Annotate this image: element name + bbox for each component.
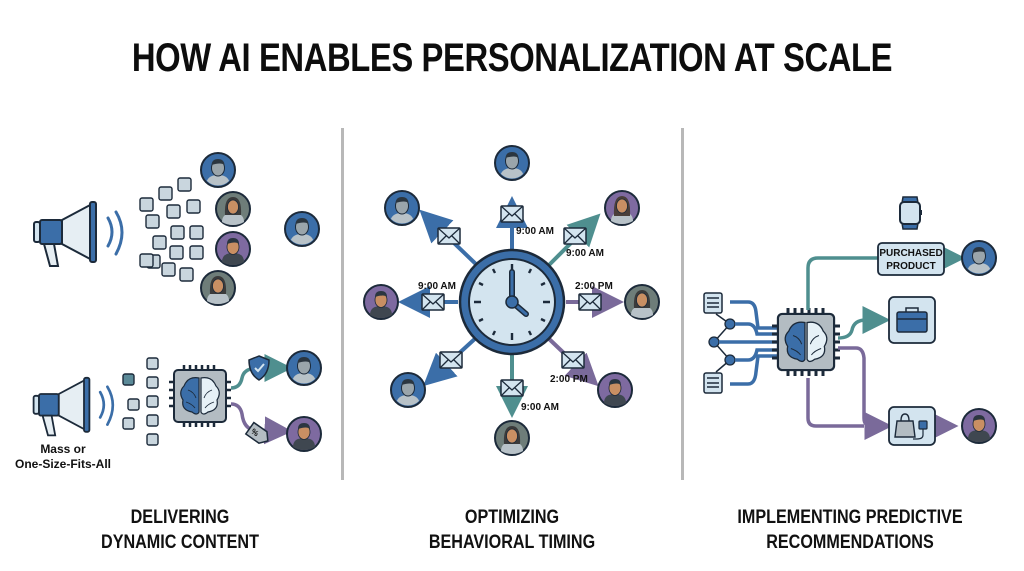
caption-dynamic-content: DELIVERING DYNAMIC CONTENT: [53, 505, 308, 555]
document-icon: [703, 292, 723, 314]
envelope-icon: [561, 351, 585, 369]
caption-line2: DYNAMIC CONTENT: [101, 532, 259, 553]
user-avatar-icon: [363, 284, 399, 320]
envelope-icon: [563, 227, 587, 245]
mass-label-line1: Mass or: [40, 442, 86, 456]
time-label-left: 9:00 AM: [418, 281, 456, 292]
user-avatar-icon: [961, 408, 997, 444]
toolbox-icon: [888, 296, 936, 344]
user-avatar-icon: [200, 270, 236, 306]
clock-icon: [458, 248, 566, 356]
user-avatar-icon: [385, 191, 419, 225]
divider-right: [681, 128, 684, 480]
svg-text:%: %: [249, 427, 260, 438]
ai-chip-brain-icon: [169, 365, 231, 427]
panel-behavioral-timing: 9:00 AM 9:00 AM 9:00 AM 2:00 PM 2:00 PM …: [363, 146, 660, 456]
discount-tag-icon: %: [244, 421, 269, 444]
user-avatar-icon: [604, 190, 640, 226]
user-avatar-icon: [286, 416, 322, 452]
time-label-bottom: 9:00 AM: [521, 402, 559, 413]
user-avatar-icon: [201, 153, 235, 187]
divider-left: [341, 128, 344, 480]
content-blocks-icon: [122, 357, 159, 446]
user-avatar-icon: [624, 284, 660, 320]
caption-behavioral-timing: OPTIMIZING BEHAVIORAL TIMING: [385, 505, 640, 555]
user-avatar-icon: [597, 372, 633, 408]
megaphone-icon: [33, 201, 124, 267]
user-avatar-icon: [215, 191, 251, 227]
panel-dynamic-content: %: [32, 153, 322, 452]
time-label-bottom-right: 2:00 PM: [550, 374, 588, 385]
ai-chip-brain-icon: [772, 308, 840, 376]
purchased-product-box: PURCHASED PRODUCT: [877, 242, 945, 276]
user-avatar-icon: [391, 373, 425, 407]
document-icon: [703, 372, 723, 394]
user-avatar-icon: [495, 146, 529, 180]
caption-predictive-recommendations: IMPLEMENTING PREDICTIVE RECOMMENDATIONS: [723, 505, 978, 555]
shield-check-icon: [248, 355, 270, 381]
megaphone-icon: [32, 376, 115, 437]
user-avatar-icon: [494, 420, 530, 456]
purchased-label-line2: PRODUCT: [886, 261, 935, 272]
panel-predictive-recommendations: PURCHASED PRODUCT: [703, 196, 997, 446]
caption-line1: IMPLEMENTING PREDICTIVE: [737, 507, 963, 528]
time-label-top-right: 9:00 AM: [566, 248, 604, 259]
time-label-top: 9:00 AM: [516, 226, 554, 237]
envelope-icon: [500, 205, 524, 223]
user-avatar-icon: [287, 351, 321, 385]
caption-line2: RECOMMENDATIONS: [766, 532, 934, 553]
page-title: HOW AI ENABLES PERSONALIZATION AT SCALE: [131, 36, 893, 80]
user-avatar-icon: [285, 212, 319, 246]
envelope-icon: [439, 351, 463, 369]
caption-line2: BEHAVIORAL TIMING: [428, 532, 596, 553]
user-avatar-icon: [962, 241, 996, 275]
content-blocks-icon: [139, 177, 204, 282]
purchased-label-line1: PURCHASED: [879, 248, 942, 259]
envelope-icon: [421, 293, 445, 311]
caption-line1: OPTIMIZING: [464, 507, 560, 528]
smartwatch-icon: [899, 196, 922, 230]
envelope-icon: [500, 379, 524, 397]
envelope-icon: [578, 293, 602, 311]
time-label-right: 2:00 PM: [575, 281, 613, 292]
shopping-bag-charger-icon: [888, 406, 936, 446]
envelope-icon: [437, 227, 461, 245]
caption-line1: DELIVERING: [130, 507, 230, 528]
mass-label-line2: One-Size-Fits-All: [15, 457, 111, 471]
user-avatar-icon: [215, 231, 251, 267]
